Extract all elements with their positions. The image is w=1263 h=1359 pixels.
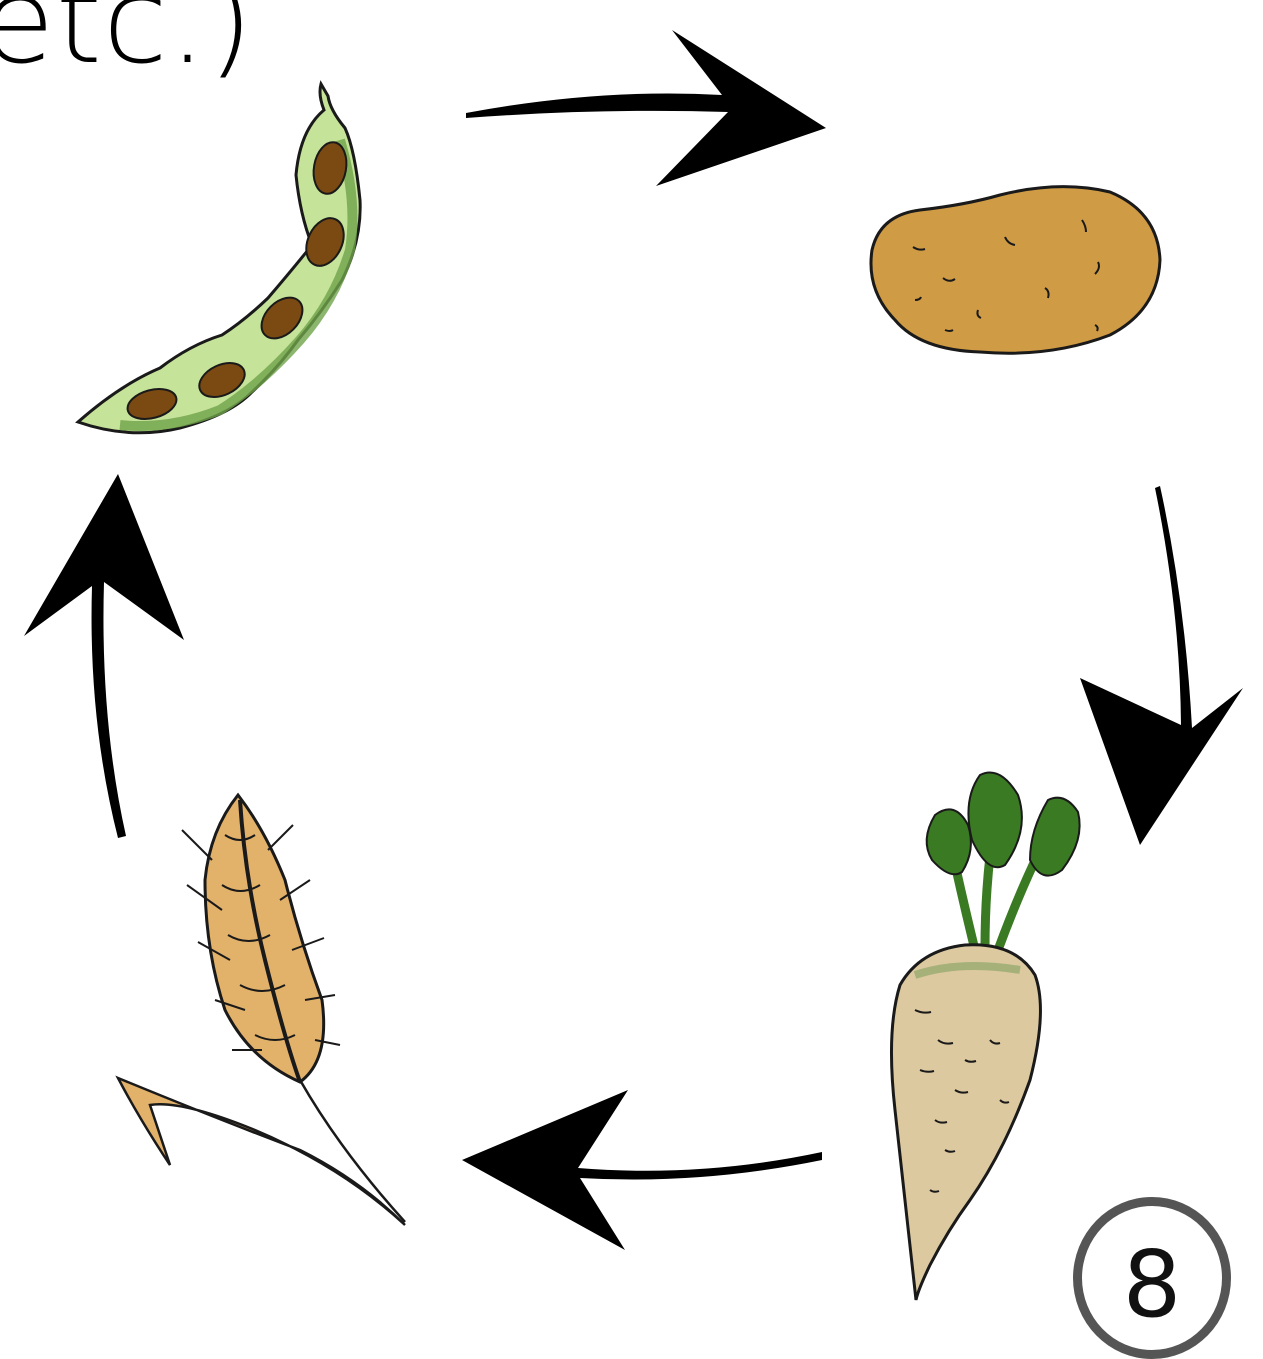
wheat-ear-icon <box>118 795 405 1225</box>
bean-pod-icon <box>78 84 360 433</box>
arrow-down-icon <box>1080 486 1243 845</box>
arrow-up-icon <box>24 474 184 838</box>
step-number: 8 <box>1123 1239 1182 1331</box>
potato-icon <box>871 187 1160 354</box>
sugar-beet-icon <box>891 773 1079 1301</box>
step-number-badge: 8 <box>1073 1197 1231 1359</box>
arrow-left-icon <box>462 1090 822 1250</box>
arrow-right-icon <box>466 30 826 186</box>
